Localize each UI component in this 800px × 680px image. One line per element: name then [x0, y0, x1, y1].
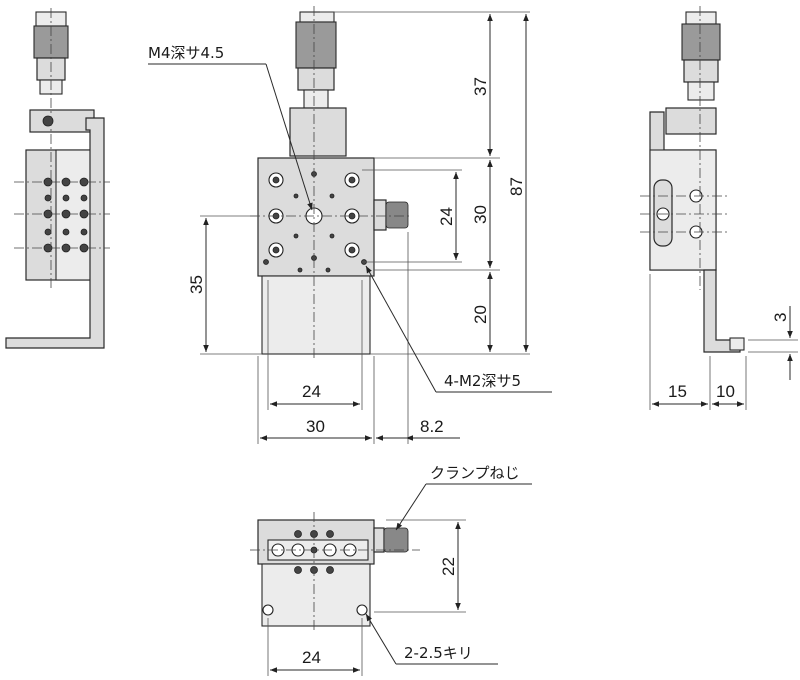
dim-24-vertical: 24 — [437, 207, 456, 226]
dim-24-horizontal: 24 — [302, 382, 321, 401]
dim-22: 22 — [439, 557, 458, 576]
right-side-view — [640, 6, 745, 353]
dim-30-horizontal: 30 — [306, 417, 325, 436]
bottom-view — [250, 512, 420, 632]
label-m4-depth: M4深サ4.5 — [148, 44, 224, 62]
dim-15: 15 — [668, 382, 687, 401]
dim-35: 35 — [187, 275, 206, 294]
front-view — [250, 6, 410, 360]
dim-30-vertical: 30 — [471, 205, 490, 224]
label-clamp-screw: クランプねじ — [430, 464, 520, 482]
label-through-holes: 2-2.5キリ — [404, 644, 473, 662]
label-4-m2-depth: 4-M2深サ5 — [444, 372, 521, 390]
bottom-view-dimensions: 22 24 クランプねじ 2-2.5キリ — [267, 464, 532, 676]
left-side-view — [5, 8, 110, 349]
dim-8-2: 8.2 — [420, 417, 444, 436]
front-view-holes — [263, 171, 367, 273]
front-view-dimensions: 37 87 30 24 20 35 24 30 8.2 M4深サ4.5 — [148, 11, 552, 444]
dim-10: 10 — [716, 382, 735, 401]
dim-20: 20 — [471, 305, 490, 324]
dim-37: 37 — [471, 77, 490, 96]
dim-24-bottom: 24 — [302, 648, 321, 667]
dim-87: 87 — [507, 177, 526, 196]
right-view-dimensions: 15 10 3 — [649, 274, 798, 410]
dim-3: 3 — [771, 313, 790, 322]
